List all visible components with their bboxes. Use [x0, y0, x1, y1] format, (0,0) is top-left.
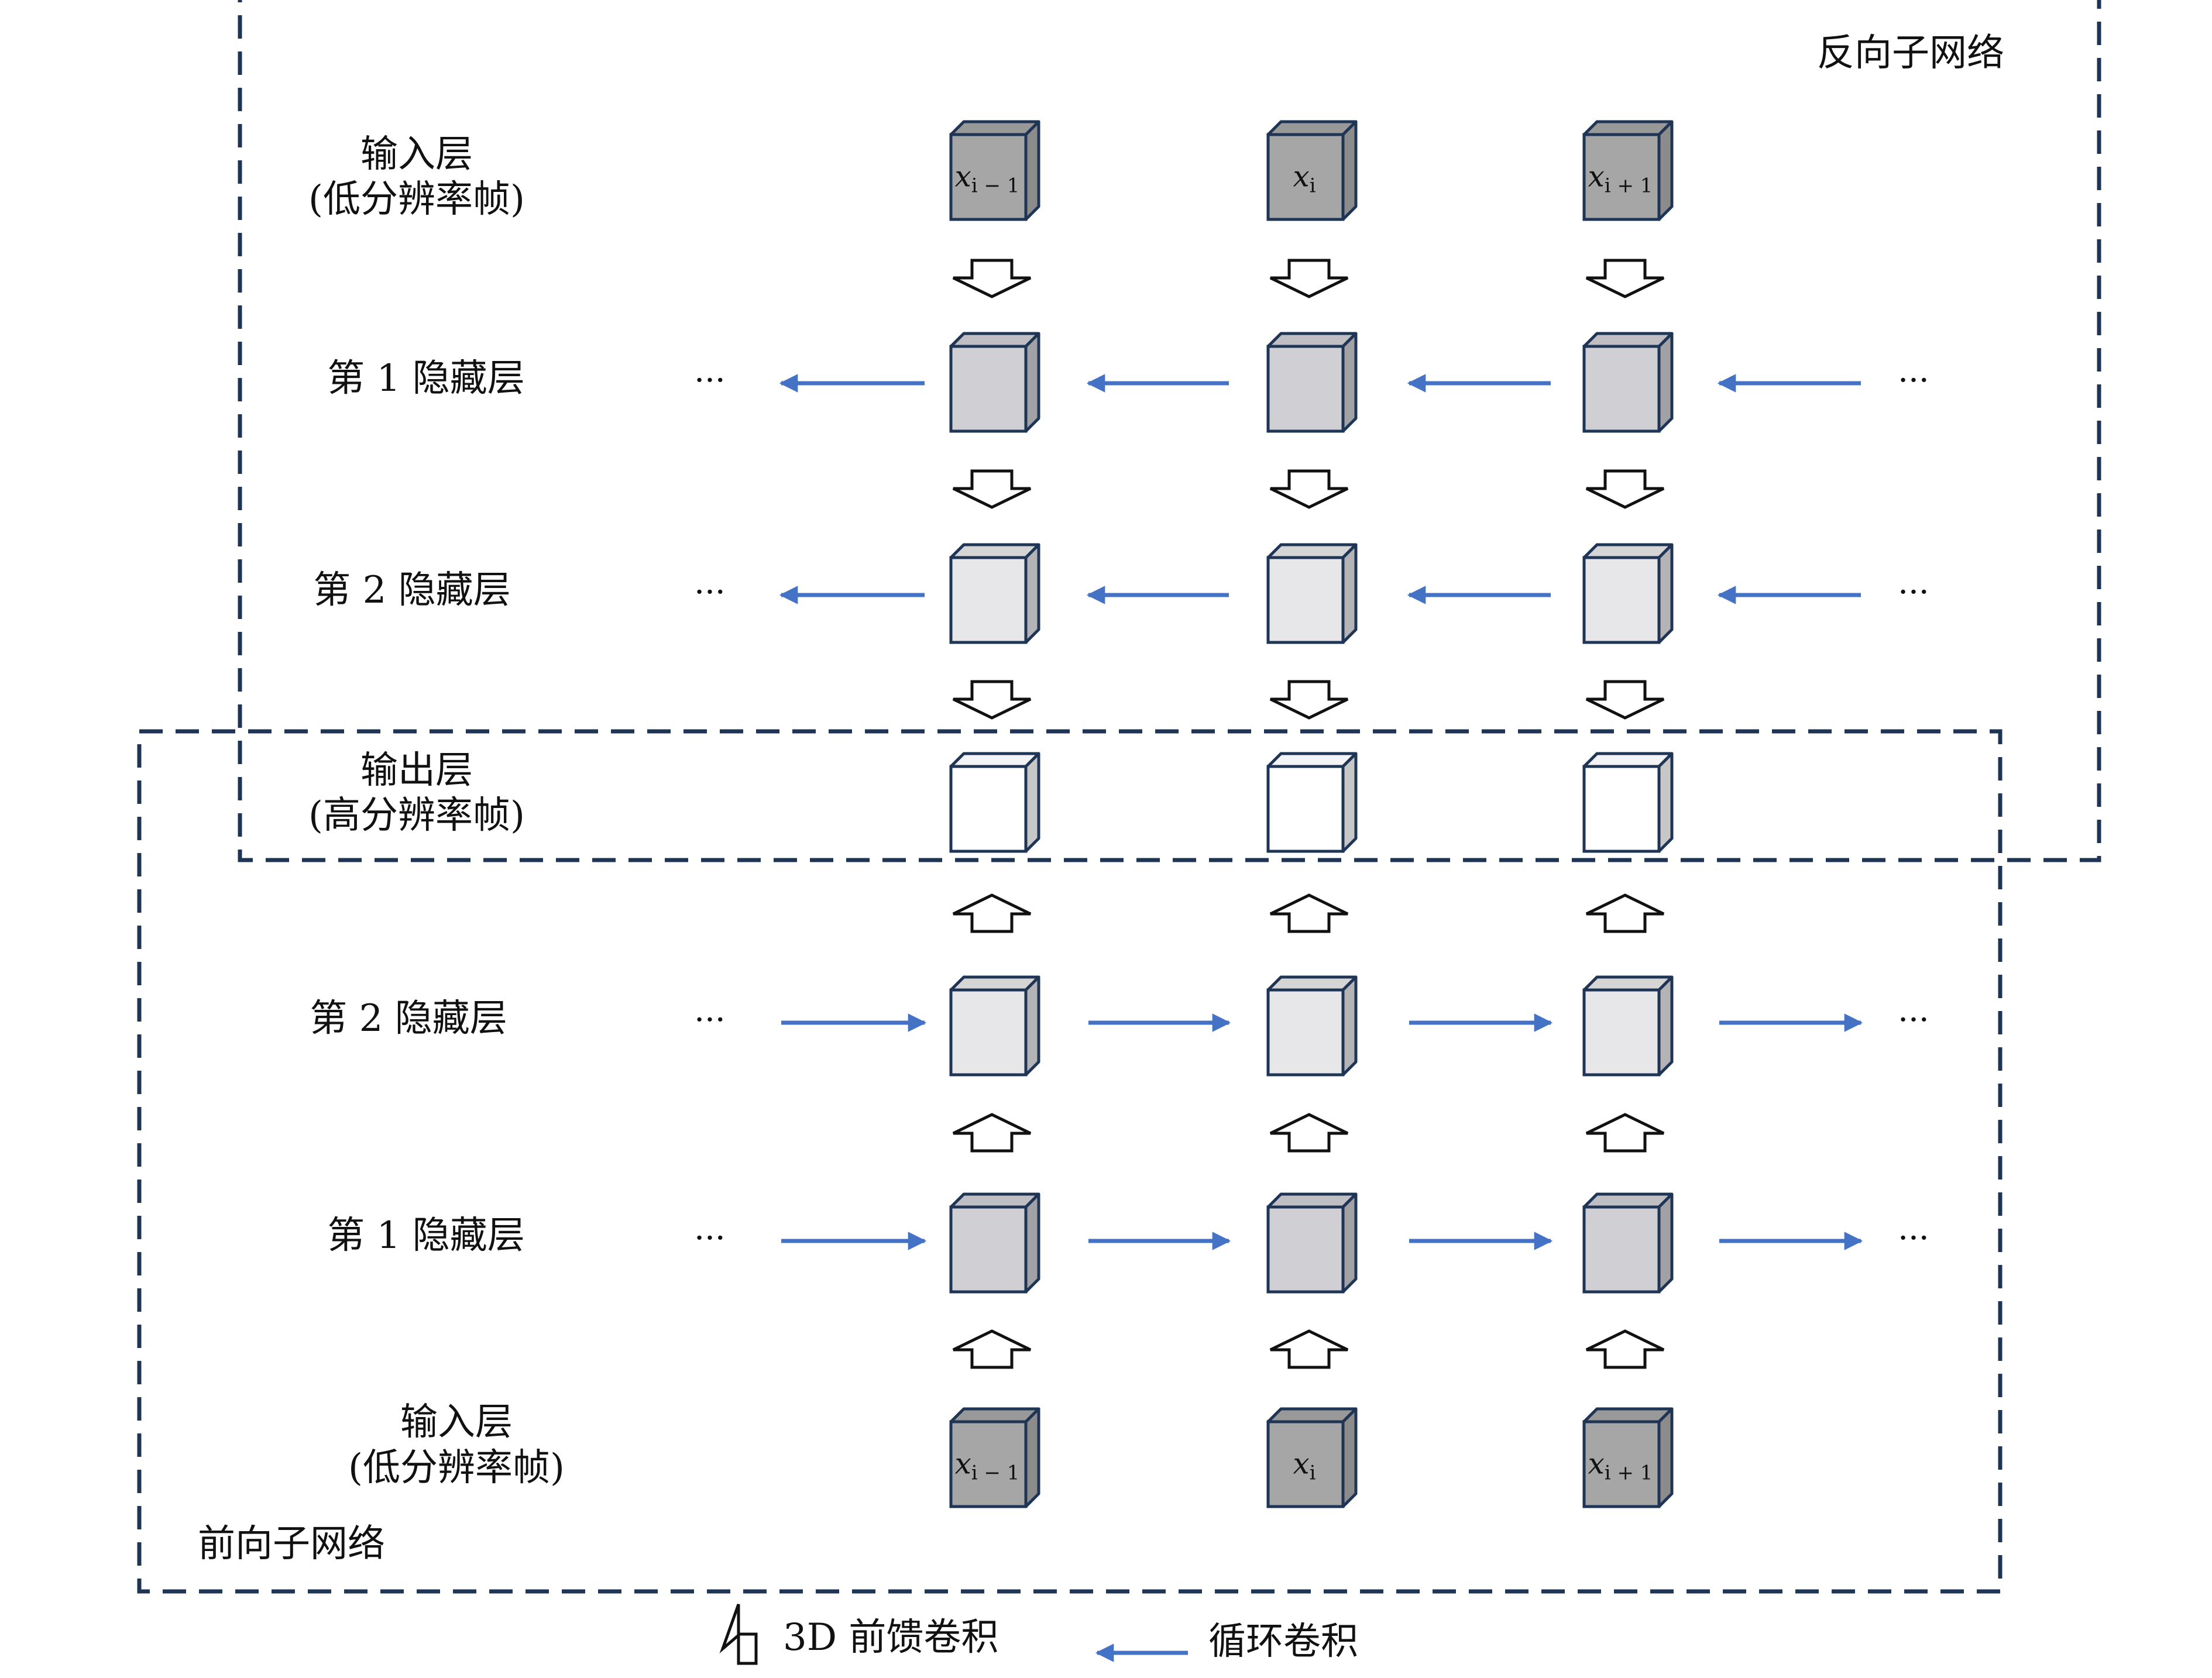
backward-hidden2-cube-3	[1582, 543, 1674, 644]
feedforward-up-arrow-1-3	[1585, 893, 1665, 933]
forward-input-cube-2: xi	[1266, 1407, 1358, 1508]
forward-input-sublabel: (低分辨率帧)	[348, 1446, 565, 1490]
forward-hidden1-cube-3	[1582, 1192, 1674, 1294]
backward-input-cube-2: xi	[1266, 120, 1358, 221]
forward-hidden1-cube-1	[949, 1192, 1040, 1294]
forward-network-frame	[137, 729, 2003, 1594]
cube-variable-label: xi − 1	[955, 160, 1020, 198]
feedforward-down-arrow-3-2	[1269, 680, 1349, 720]
feedforward-up-arrow-2-3	[1585, 1113, 1665, 1153]
feedforward-up-arrow-1-2	[1269, 893, 1349, 933]
forward-hidden2-cube-3	[1582, 975, 1674, 1077]
output-cube-3	[1582, 752, 1674, 853]
backward-hidden1-cube-3	[1582, 332, 1674, 433]
forward-h2-ellipsis-right: ···	[1898, 1001, 1929, 1039]
legend-feedforward-label: 3D 前馈卷积	[783, 1616, 998, 1659]
backward-hidden1-cube-2	[1266, 332, 1358, 433]
forward-hidden2-cube-2	[1266, 975, 1358, 1077]
feedforward-up-arrow-3-1	[952, 1329, 1032, 1369]
output-cube-2	[1266, 752, 1358, 853]
feedforward-down-arrow-1-1	[952, 259, 1032, 298]
backward-hidden1-cube-1	[949, 332, 1040, 433]
cube-variable-label: xi	[1293, 160, 1315, 198]
feedforward-up-arrow-3-3	[1585, 1329, 1665, 1369]
forward-input-label: 输入层	[400, 1401, 513, 1444]
feedforward-up-arrow-2-2	[1269, 1113, 1349, 1153]
feedforward-down-arrow-3-1	[952, 680, 1032, 720]
feedforward-down-arrow-3-3	[1585, 680, 1665, 720]
legend: 3D 前馈卷积 循环卷积	[719, 1604, 1358, 1665]
forward-input-cube-3: xi + 1	[1582, 1407, 1674, 1508]
feedforward-legend-arrow-icon	[719, 1604, 758, 1665]
feedforward-down-arrow-2-1	[952, 469, 1032, 509]
forward-network-title: 前向子网络	[198, 1522, 385, 1566]
cube-variable-label: xi − 1	[955, 1447, 1020, 1485]
backward-hidden2-label: 第 2 隐藏层	[313, 569, 510, 612]
feedforward-down-arrow-1-3	[1585, 259, 1665, 298]
diagram-layer: xi − 1 xi xi + 1 xi − 1 xi xi + 1 ··· ··· ··· ···…	[694, 120, 1929, 1508]
backward-h2-ellipsis-left: ···	[694, 573, 725, 611]
feedforward-down-arrow-2-3	[1585, 469, 1665, 509]
forward-h1-ellipsis-left: ···	[694, 1219, 725, 1257]
forward-h1-ellipsis-right: ···	[1898, 1219, 1929, 1257]
backward-h2-ellipsis-right: ···	[1898, 573, 1929, 611]
feedforward-up-arrow-2-1	[952, 1113, 1032, 1153]
forward-hidden2-label: 第 2 隐藏层	[310, 997, 507, 1040]
output-cube-1	[949, 752, 1040, 853]
backward-network-frame	[238, 0, 2101, 862]
forward-hidden1-cube-2	[1266, 1192, 1358, 1294]
backward-hidden2-cube-1	[949, 543, 1040, 644]
legend-recurrent-label: 循环卷积	[1208, 1620, 1358, 1663]
forward-hidden1-label: 第 1 隐藏层	[327, 1214, 524, 1257]
feedforward-down-arrow-2-2	[1269, 469, 1349, 509]
forward-input-cube-1: xi − 1	[949, 1407, 1040, 1508]
cube-variable-label: xi + 1	[1588, 160, 1653, 198]
backward-h1-ellipsis-left: ···	[694, 362, 725, 400]
backward-h1-ellipsis-right: ···	[1898, 362, 1929, 400]
forward-h2-ellipsis-left: ···	[694, 1001, 725, 1039]
backward-input-sublabel: (低分辨率帧)	[308, 178, 525, 221]
backward-input-cube-3: xi + 1	[1582, 120, 1674, 221]
output-sublabel: (高分辨率帧)	[308, 794, 525, 837]
backward-network-title: 反向子网络	[1817, 32, 2004, 75]
backward-hidden2-cube-2	[1266, 543, 1358, 644]
forward-hidden2-cube-1	[949, 975, 1040, 1077]
cube-variable-label: xi	[1293, 1447, 1315, 1485]
cube-variable-label: xi + 1	[1588, 1447, 1653, 1485]
backward-input-label: 输入层	[360, 133, 473, 176]
backward-hidden1-label: 第 1 隐藏层	[327, 357, 524, 400]
output-label: 输出层	[360, 749, 473, 792]
feedforward-down-arrow-1-2	[1269, 259, 1349, 298]
backward-input-cube-1: xi − 1	[949, 120, 1040, 221]
feedforward-up-arrow-3-2	[1269, 1329, 1349, 1369]
feedforward-up-arrow-1-1	[952, 893, 1032, 933]
